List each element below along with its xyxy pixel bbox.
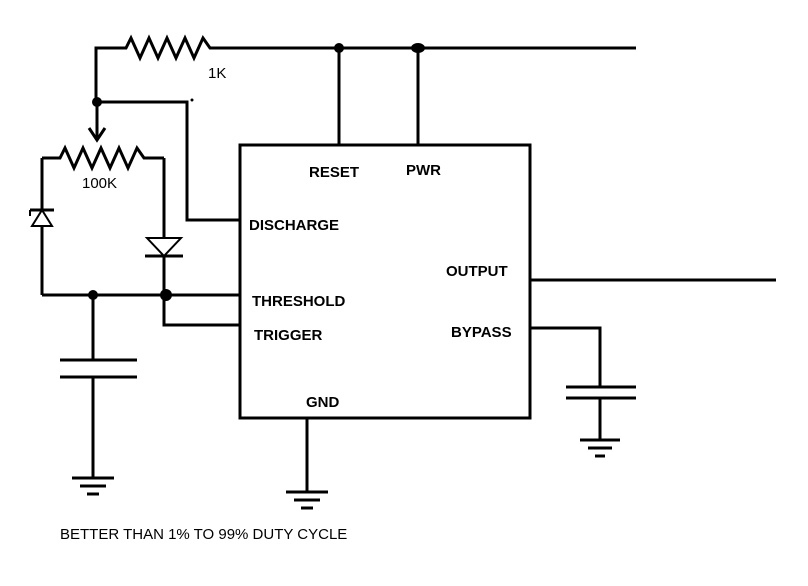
- potentiometer-100k: [42, 144, 164, 172]
- bypass-capacitor: [530, 326, 636, 440]
- pin-label-threshold: THRESHOLD: [252, 293, 346, 310]
- stray-dot: [190, 98, 194, 102]
- ic-555-body: [238, 143, 532, 420]
- ground-symbol: [580, 438, 620, 458]
- diagram-caption: BETTER THAN 1% TO 99% DUTY CYCLE: [60, 526, 347, 543]
- trigger-wire: [162, 295, 240, 327]
- pin-label-reset: RESET: [309, 164, 359, 181]
- pin-label-bypass: BYPASS: [451, 324, 512, 341]
- pot-wiper-arrow: [87, 102, 107, 143]
- discharge-wire: [97, 100, 240, 222]
- pin-label-gnd: GND: [306, 394, 340, 411]
- pin-label-trigger: TRIGGER: [254, 327, 323, 344]
- pin-label-output: OUTPUT: [446, 263, 508, 280]
- resistor-1k: [94, 34, 232, 102]
- ground-symbol: [72, 476, 114, 496]
- pin-label-pwr: PWR: [406, 162, 441, 179]
- resistor-1k-label: 1K: [208, 65, 226, 82]
- diode-right: [144, 237, 184, 258]
- potentiometer-100k-label: 100K: [82, 175, 117, 192]
- diode-left: [29, 208, 54, 227]
- pin-label-discharge: DISCHARGE: [249, 217, 339, 234]
- ground-symbol: [286, 490, 328, 510]
- timing-capacitor: [60, 295, 137, 478]
- junction-dot: [160, 289, 172, 301]
